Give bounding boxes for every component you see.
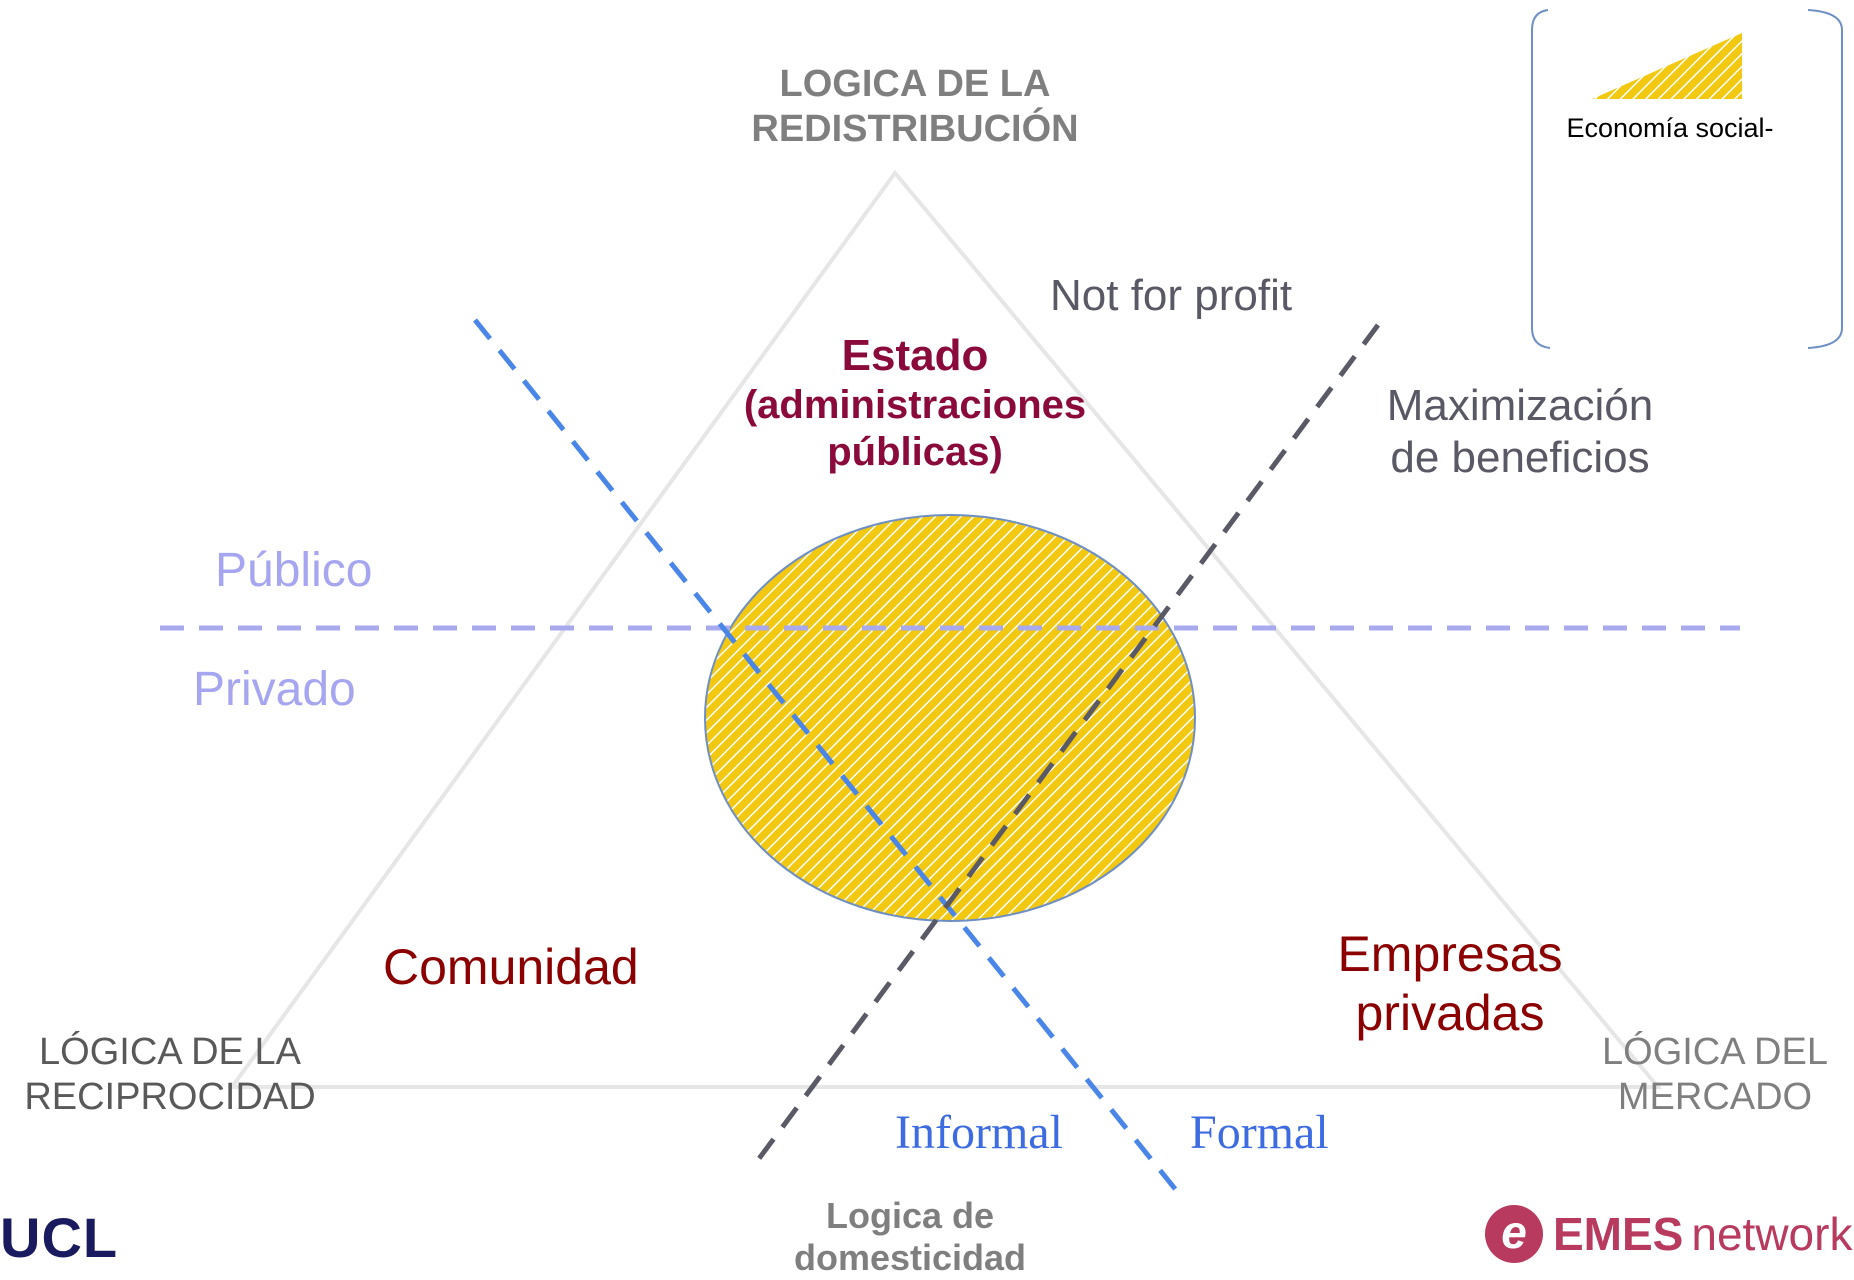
- estado-line-2: (administraciones: [743, 382, 1087, 427]
- emes-wordmark-bold: EMES: [1553, 1207, 1684, 1260]
- privado-label: Privado: [193, 663, 356, 716]
- logic-reciprocity-label: LÓGICA DE LA RECIPROCIDAD: [5, 1030, 335, 1120]
- empresas-line-2: privadas: [1355, 985, 1545, 1041]
- formal-informal-divider: [473, 318, 1182, 1197]
- publico-label: Público: [215, 544, 373, 597]
- legend-bracket-right: [1807, 9, 1843, 349]
- profit-nonprofit-divider: [755, 323, 1381, 1162]
- legend-swatch: [1592, 33, 1742, 99]
- logic-domesticity-line-2: domesticidad: [793, 1237, 1027, 1279]
- emes-wordmark-network: network: [1691, 1207, 1853, 1260]
- estado-title: Estado: [841, 331, 989, 380]
- legend-bracket-left: [1531, 9, 1551, 349]
- not-for-profit-label: Not for profit: [1050, 271, 1293, 320]
- profit-maximization-line-2: de beneficios: [1390, 432, 1650, 482]
- profit-maximization-line-1: Maximización: [1386, 381, 1654, 430]
- logic-market-label: LÓGICA DEL MERCADO: [1580, 1030, 1850, 1120]
- formal-label: Formal: [1190, 1106, 1329, 1159]
- logic-redistribution-line-1: LOGICA DE LA: [779, 63, 1051, 105]
- logic-domesticity-line-1: Logica de: [825, 1195, 995, 1236]
- logic-reciprocity-line-2: RECIPROCIDAD: [24, 1075, 316, 1118]
- logic-market-line-1: LÓGICA DEL: [1602, 1031, 1828, 1073]
- empresas-privadas-label: Empresas privadas: [1310, 925, 1590, 1043]
- emes-e-icon: e: [1485, 1205, 1543, 1263]
- comunidad-label: Comunidad: [383, 939, 639, 995]
- estado-label: Estado (administraciones públicas): [715, 330, 1115, 476]
- legend-label: Economía social-: [1566, 113, 1774, 143]
- profit-maximization-label: Maximización de beneficios: [1370, 380, 1670, 484]
- empresas-line-1: Empresas: [1337, 926, 1563, 982]
- informal-label: Informal: [895, 1106, 1063, 1159]
- estado-line-3: públicas): [827, 430, 1003, 475]
- logic-reciprocity-line-1: LÓGICA DE LA: [39, 1031, 301, 1073]
- logic-domesticity-label: Logica de domesticidad: [760, 1195, 1060, 1280]
- logic-redistribution-line-2: REDISTRIBUCIÓN: [751, 107, 1079, 150]
- logic-redistribution-label: LOGICA DE LA REDISTRIBUCIÓN: [715, 62, 1115, 152]
- social-economy-ellipse: [704, 514, 1196, 922]
- ucl-logo: UCL: [0, 1206, 119, 1269]
- logic-market-line-2: MERCADO: [1617, 1075, 1813, 1118]
